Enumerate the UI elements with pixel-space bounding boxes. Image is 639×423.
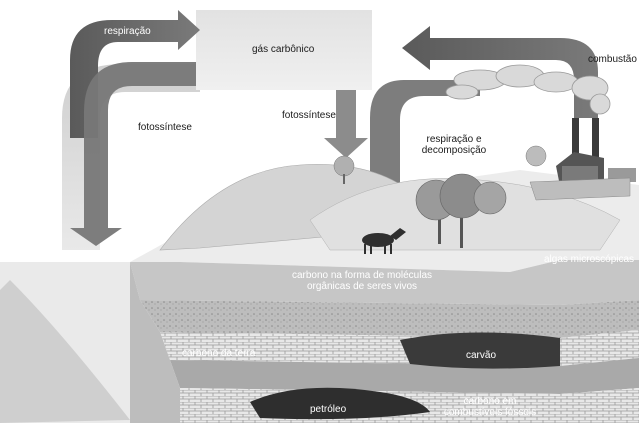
label-carbono-moleculas-line2: orgânicas de seres vivos — [282, 281, 442, 292]
label-respiracao-decomposicao-line2: decomposição — [414, 145, 494, 156]
label-carbono-da-terra: carbono da terra — [182, 348, 255, 359]
label-respiracao-decomposicao-line1: respiração e — [414, 134, 494, 145]
label-carvao: carvão — [466, 350, 496, 361]
label-combustao: combustão — [588, 54, 637, 65]
soil-layer-dotted — [140, 300, 639, 338]
label-carbono-fosseis: carbono em combustíveis fósseis — [440, 396, 540, 418]
label-carbono-fosseis-line1: carbono em — [440, 396, 540, 407]
label-fotossintese-center: fotossíntese — [282, 110, 336, 121]
label-algas-microscopicas: algas microscópicas — [544, 254, 634, 265]
label-fotossintese-left: fotossíntese — [138, 122, 192, 133]
label-respiracao: respiração — [104, 26, 151, 37]
label-petroleo: petróleo — [310, 404, 346, 415]
label-carbono-moleculas: carbono na forma de moléculas orgânicas … — [282, 270, 442, 292]
label-respiracao-decomposicao: respiração e decomposição — [414, 134, 494, 156]
label-carbono-fosseis-line2: combustíveis fósseis — [440, 407, 540, 418]
label-gas-carbonico: gás carbônico — [252, 44, 314, 55]
label-carbono-moleculas-line1: carbono na forma de moléculas — [282, 270, 442, 281]
